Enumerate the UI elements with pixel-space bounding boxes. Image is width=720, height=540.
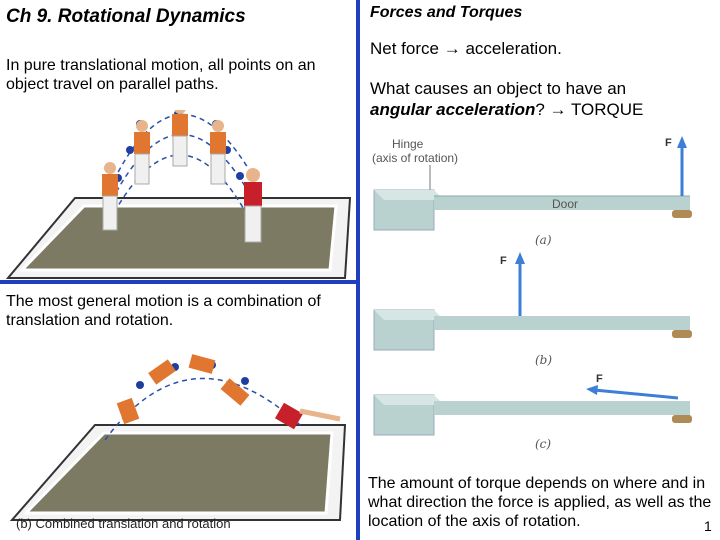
net-force-suffix: acceleration. (465, 39, 562, 58)
translational-motion-text: In pure translational motion, all points… (6, 57, 316, 93)
general-motion-text: The most general motion is a combination… (6, 293, 321, 329)
figure-b-caption: (b) Combined translation and rotation (16, 516, 231, 531)
net-force-line: Net force → acceleration. (370, 38, 715, 59)
arrow-icon: → (443, 39, 461, 58)
translational-motion-figure (5, 110, 352, 279)
panel-b-label: (b) (535, 353, 552, 367)
horizontal-divider (0, 280, 358, 284)
door-panel-c: F (c) (373, 373, 692, 451)
net-force-prefix: Net force (370, 39, 439, 58)
force-label-b: F (500, 255, 507, 267)
panel-a-label: (a) (535, 233, 552, 247)
question-prefix: What causes an object to have an (370, 79, 627, 98)
door-torque-figure: Hinge (axis of rotation) F Door (a) F (b… (372, 136, 692, 451)
question-mark: ? (535, 100, 545, 119)
panel-c-label: (c) (535, 437, 551, 451)
torque-conclusion-text: The amount of torque depends on where an… (368, 475, 712, 530)
arrow-icon: → (549, 100, 567, 119)
angular-acceleration-term: angular acceleration (370, 100, 536, 119)
hinge-label: Hinge (392, 137, 424, 151)
slide-title: Ch 9. Rotational Dynamics (6, 6, 246, 27)
axis-of-rotation-label: (axis of rotation) (372, 151, 458, 165)
torque-question: What causes an object to have an angular… (370, 78, 715, 120)
torque-answer: TORQUE (570, 100, 644, 119)
vertical-divider (356, 0, 360, 540)
combined-motion-figure: (b) Combined translation and rotation (9, 354, 347, 531)
door-panel-b: F (b) (373, 252, 692, 367)
force-label-c: F (596, 373, 603, 385)
door-label: Door (552, 197, 578, 211)
page-number: 1 (704, 518, 712, 534)
door-panel-a: F Door (a) (373, 136, 692, 247)
force-label-a: F (665, 137, 672, 149)
forces-and-torques-heading: Forces and Torques (370, 4, 523, 21)
